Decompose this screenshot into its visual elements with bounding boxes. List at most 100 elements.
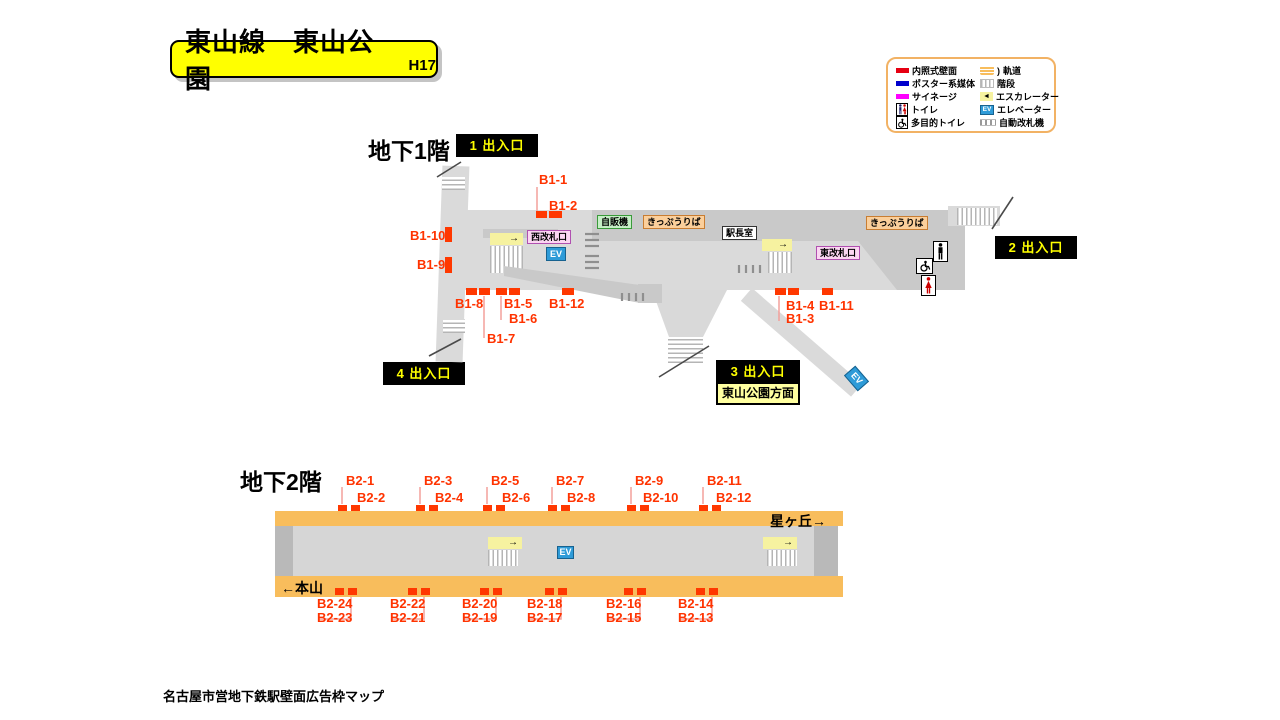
b2-west-stairs: [488, 550, 518, 566]
ad-slot-marker: [445, 227, 452, 242]
entrance-3-stairs: [668, 336, 703, 363]
legend-label: トイレ: [911, 105, 939, 115]
legend-label: エスカレーター: [996, 92, 1060, 102]
ad-label: B1-7: [487, 331, 516, 346]
park-direction-box: 東山公園方面: [716, 382, 800, 405]
legend-item-accessible-toilet: 多目的トイレ: [896, 116, 980, 129]
legend-label: 軌道: [1003, 66, 1022, 76]
b2-east-escalator-icon: →: [763, 537, 797, 549]
ad-label: B2-15: [606, 610, 642, 625]
ad-slot-marker: [429, 505, 438, 511]
entrance-2-stairs: [957, 208, 997, 225]
ad-label: B2-21: [390, 610, 426, 625]
legend-label: 階段: [997, 79, 1016, 89]
ad-slot-marker: [712, 505, 721, 511]
ad-slot-marker: [351, 505, 360, 511]
ad-slot-marker: [775, 288, 786, 295]
ad-label: B2-11: [707, 473, 742, 488]
ad-label: B2-13: [678, 610, 714, 625]
west-gate-label: 西改札口: [527, 230, 572, 244]
ad-label: B1-3: [786, 311, 815, 326]
elevator-icon: EV: [980, 104, 994, 115]
ad-label: B1-2: [549, 198, 578, 213]
b2-platform-west-end: [275, 526, 293, 576]
ad-label: B1-9: [417, 257, 446, 272]
ad-label: B2-17: [527, 610, 563, 625]
ad-slot-marker: [640, 505, 649, 511]
ad-label: B2-20: [462, 596, 498, 611]
legend-label: エレベーター: [997, 105, 1052, 115]
ad-slot-marker: [561, 505, 570, 511]
legend-label: ポスター系媒体: [912, 79, 976, 89]
b2-east-stairs: [767, 550, 797, 566]
legend-item-ticket-gate: 自動改札機: [980, 116, 1052, 129]
entrance-2-box: 2 出入口: [995, 236, 1077, 259]
ad-slot-marker: [348, 588, 357, 595]
entrance-3-box: 3 出入口: [716, 360, 800, 383]
entrance-1-box: 1 出入口: [456, 134, 538, 157]
legend-item-backlit-wall: 内照式壁面: [896, 64, 980, 77]
ad-slot-marker: [483, 505, 492, 511]
female-toilet-icon: [921, 275, 936, 296]
east-escalator-icon: →: [762, 239, 792, 251]
ad-slot-marker: [493, 588, 502, 595]
entrance-1-stairs: [442, 176, 465, 190]
b1-entrance3-corridor: [652, 290, 727, 337]
ad-label: B2-6: [502, 490, 531, 505]
ad-label: B2-16: [606, 596, 642, 611]
ad-label: B2-22: [390, 596, 426, 611]
ad-slot-marker: [466, 288, 477, 295]
legend-item-toilet: トイレ: [896, 103, 980, 116]
ad-slot-marker: [408, 588, 417, 595]
legend-item-signage: サイネージ: [896, 90, 980, 103]
ad-label: B2-10: [643, 490, 679, 505]
ad-slot-marker: [624, 588, 633, 595]
floor-b2-heading: 地下2階: [240, 469, 322, 495]
entrance-4-stairs: [443, 319, 465, 333]
legend-column-left: 内照式壁面 ポスター系媒体 サイネージ トイレ 多目的トイレ: [896, 64, 980, 129]
south-ticket-gates: [620, 293, 645, 301]
track-curve: ): [997, 65, 1000, 76]
toilet-icon: [896, 103, 908, 116]
accessible-toilet-icon: [896, 116, 908, 129]
ad-slot-marker: [416, 505, 425, 511]
ad-label: B2-2: [357, 490, 386, 505]
male-toilet-icon: [933, 241, 948, 262]
ad-slot-marker: [496, 505, 505, 511]
ad-label: B2-5: [491, 473, 520, 488]
ad-label: B2-4: [435, 490, 464, 505]
ad-slot-marker: [421, 588, 430, 595]
legend-label: 自動改札機: [999, 118, 1045, 128]
ad-label: B1-1: [539, 172, 568, 187]
ad-slot-marker: [536, 211, 547, 218]
legend-label: 多目的トイレ: [911, 118, 966, 128]
ad-label: B2-9: [635, 473, 664, 488]
backlit-wall-icon: [896, 68, 909, 73]
station-title-box: 東山線 東山公園 H17: [170, 27, 438, 94]
ad-slot-marker: [338, 505, 347, 511]
ad-label: B2-14: [678, 596, 714, 611]
ad-label: B1-6: [509, 311, 538, 326]
legend-label: サイネージ: [912, 92, 957, 102]
ad-slot-marker: [549, 211, 562, 218]
legend-label: 内照式壁面: [912, 66, 958, 76]
ad-label: B2-18: [527, 596, 563, 611]
b2-platform: [275, 526, 838, 576]
map-footer-title: 名古屋市営地下鉄駅壁面広告枠マップ: [163, 689, 385, 704]
ad-label: B1-5: [504, 296, 533, 311]
accessible-toilet-map-icon: [916, 258, 933, 274]
station-office-label: 駅長室: [722, 226, 758, 240]
ad-label: B1-10: [410, 228, 446, 243]
signage-icon: [896, 94, 909, 99]
west-stairs: [490, 246, 523, 273]
b2-west-escalator-icon: →: [488, 537, 522, 549]
west-escalator-icon: →: [490, 233, 523, 245]
floor-b1-heading: 地下1階: [368, 138, 450, 164]
ad-slot-marker: [480, 588, 489, 595]
legend-item-poster: ポスター系媒体: [896, 77, 980, 90]
track-icon: [980, 66, 994, 75]
east-stairs: [768, 252, 792, 273]
ad-label: B2-12: [716, 490, 752, 505]
legend-item-elevator: EV エレベーター: [980, 103, 1052, 116]
